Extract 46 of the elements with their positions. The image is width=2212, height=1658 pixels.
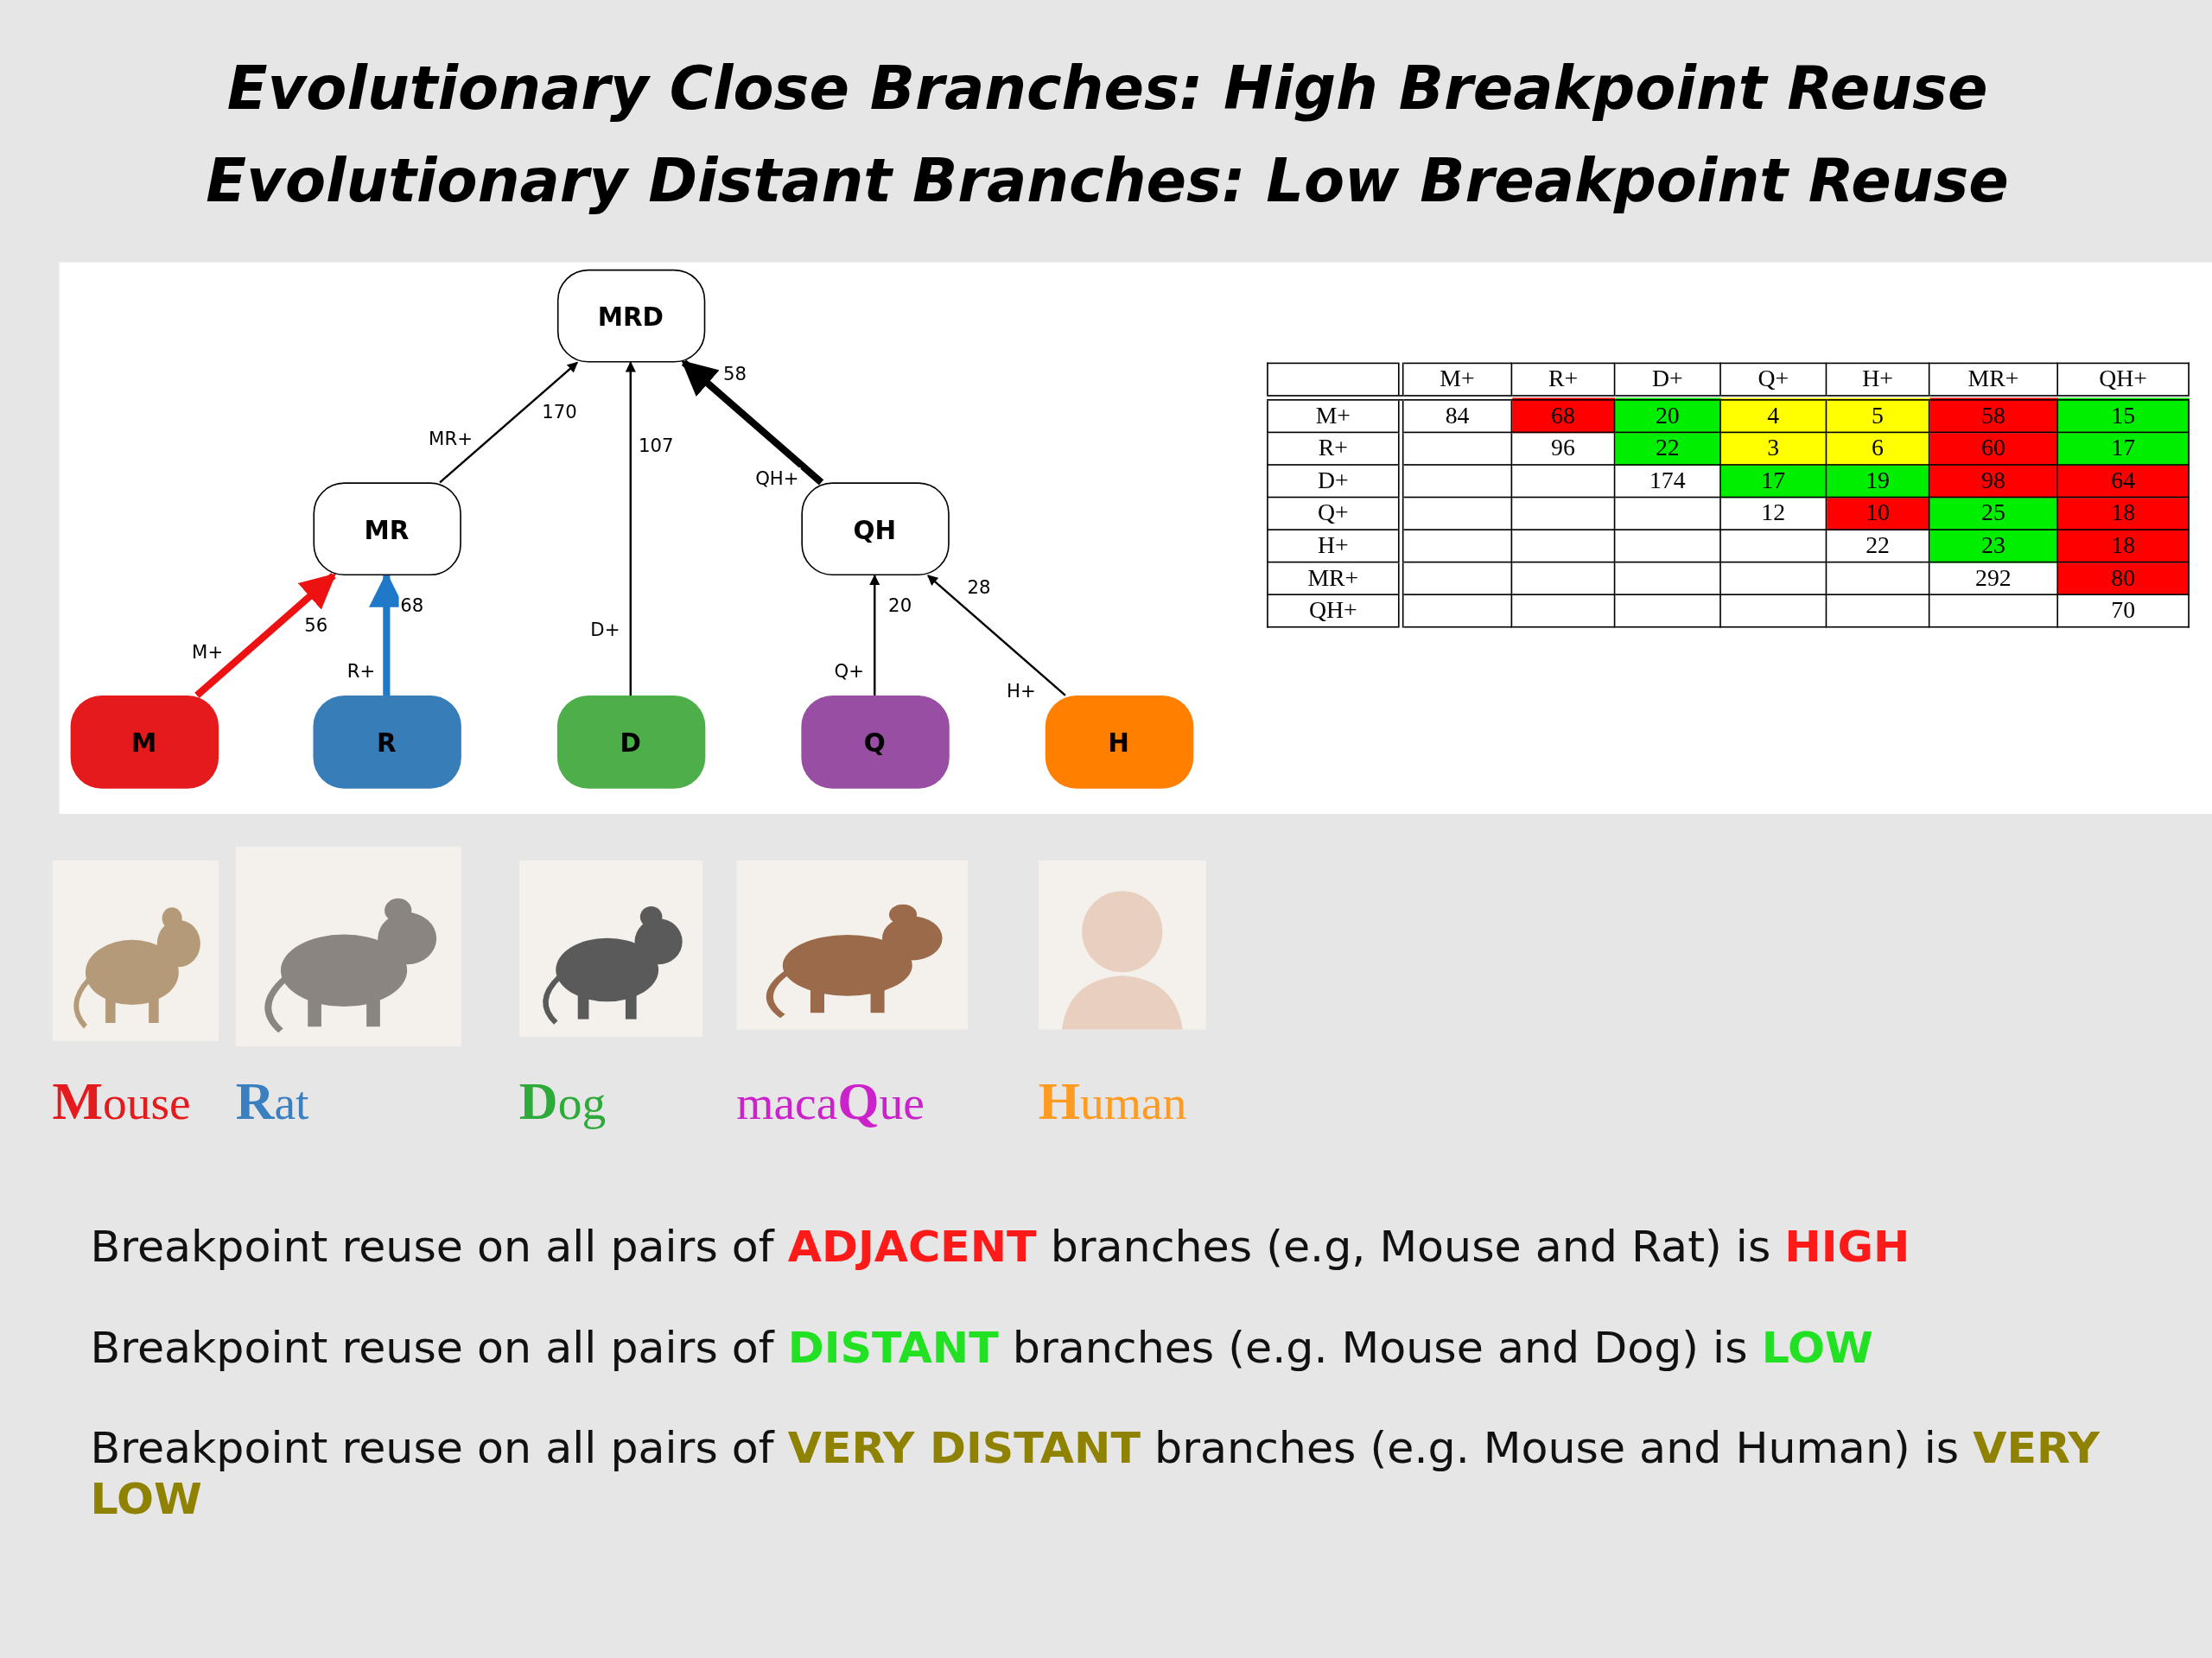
species-node: Q xyxy=(800,695,949,789)
species-label: Dog xyxy=(518,1070,607,1132)
ancestor-node: QH xyxy=(800,482,949,576)
species-label: macaQue xyxy=(736,1070,925,1132)
table-cell: 15 xyxy=(2057,397,2190,433)
table-cell: 18 xyxy=(2057,497,2190,530)
table-cell: 19 xyxy=(1826,464,1929,498)
ancestor-node: MR xyxy=(312,482,461,576)
table-cell: 17 xyxy=(1720,464,1827,498)
slide-title: Evolutionary Close Branches: High Breakpoint Reuse Evolutionary Distant Branches: Low Breakpoint Reuse xyxy=(205,53,2010,218)
table-cell: 20 xyxy=(1614,397,1720,433)
table-cell: 58 xyxy=(1929,397,2058,433)
table-cell: 5 xyxy=(1826,397,1929,433)
species-node: M xyxy=(69,695,219,789)
table-cell: 18 xyxy=(2057,530,2190,562)
table-cell: 6 xyxy=(1826,432,1929,465)
species-node: R xyxy=(312,695,461,789)
table-cell: 98 xyxy=(1929,464,2058,498)
note-sentence: Breakpoint reuse on all pairs of ADJACENT branches (e.g, Mouse and Rat) is HIGH xyxy=(90,1220,1911,1271)
table-cell: 60 xyxy=(1929,432,2058,465)
table-cell: 3 xyxy=(1720,432,1827,465)
table-cell: 80 xyxy=(2057,562,2190,595)
table-cell: 22 xyxy=(1826,530,1929,562)
arrow xyxy=(194,573,337,698)
species-node: D xyxy=(556,695,705,789)
table-cell: 17 xyxy=(2057,432,2190,465)
table-cell: 64 xyxy=(2057,464,2190,498)
note-sentence: Breakpoint reuse on all pairs of VERY DISTANT branches (e.g. Mouse and Human) is VERY LOW xyxy=(90,1421,2101,1524)
table-cell: 22 xyxy=(1614,432,1720,465)
species-label: Rat xyxy=(235,1070,309,1132)
arrow xyxy=(927,575,1066,696)
arrow xyxy=(625,361,636,696)
table-cell: 4 xyxy=(1720,397,1827,433)
table-cell: 10 xyxy=(1826,497,1929,530)
table-cell: 23 xyxy=(1929,530,2058,562)
note-sentence: Breakpoint reuse on all pairs of DISTANT branches (e.g. Mouse and Dog) is LOW xyxy=(90,1321,1874,1373)
species-label: Human xyxy=(1038,1070,1187,1132)
ancestor-node: MRD xyxy=(556,269,705,363)
species-label: Mouse xyxy=(52,1070,191,1132)
table-cell: 25 xyxy=(1929,497,2058,530)
arrow xyxy=(869,574,880,696)
arrow xyxy=(681,359,824,486)
arrow xyxy=(439,361,578,484)
edge-label: QH+ xyxy=(753,467,801,488)
species-node: H xyxy=(1045,695,1193,789)
table-cell: 68 xyxy=(1511,397,1615,433)
